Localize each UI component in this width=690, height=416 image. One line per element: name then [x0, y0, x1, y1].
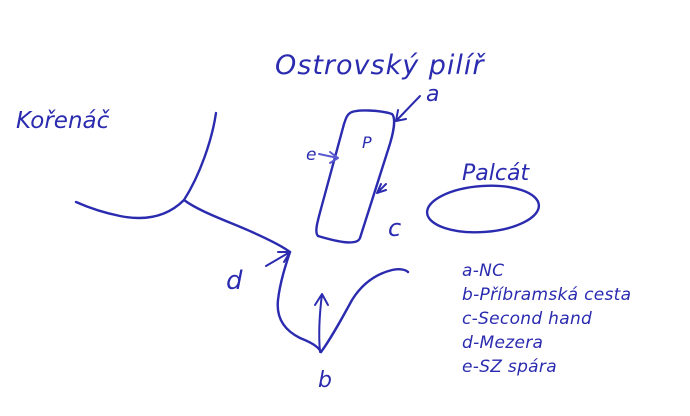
- legend-item: b-Příbramská cesta: [462, 285, 632, 305]
- left-area-label: Kořenáč: [16, 108, 111, 134]
- pillar-marker: P: [362, 133, 372, 152]
- route-legend: a-NC b-Příbramská cesta c-Second hand d-…: [462, 259, 631, 379]
- marker-b-label: b: [318, 368, 332, 393]
- legend-item: a-NC: [462, 261, 505, 281]
- marker-a-arrow: [395, 95, 421, 122]
- palcat-oval: [425, 184, 541, 234]
- title-label: Ostrovský pilíř: [275, 50, 486, 81]
- legend-item: e-SZ spára: [462, 357, 557, 377]
- left-ridge-line: [74, 111, 218, 220]
- marker-d-arrow: [265, 251, 291, 267]
- route-b-line: [276, 250, 323, 354]
- marker-b-arrow: [314, 293, 329, 353]
- right-area-label: Palcát: [462, 161, 530, 186]
- marker-e-arrow: [318, 151, 339, 164]
- route-b-right-line: [319, 267, 410, 354]
- marker-d-label: d: [226, 266, 243, 296]
- marker-c-label: c: [388, 214, 401, 242]
- marker-e-label: e: [306, 145, 316, 165]
- marker-a-label: a: [426, 82, 439, 107]
- legend-item: d-Mezera: [462, 333, 544, 353]
- pillar-outline: [315, 109, 396, 244]
- legend-item: c-Second hand: [462, 309, 593, 329]
- marker-c-arrow: [376, 183, 387, 194]
- branch-to-gap-line: [182, 198, 292, 254]
